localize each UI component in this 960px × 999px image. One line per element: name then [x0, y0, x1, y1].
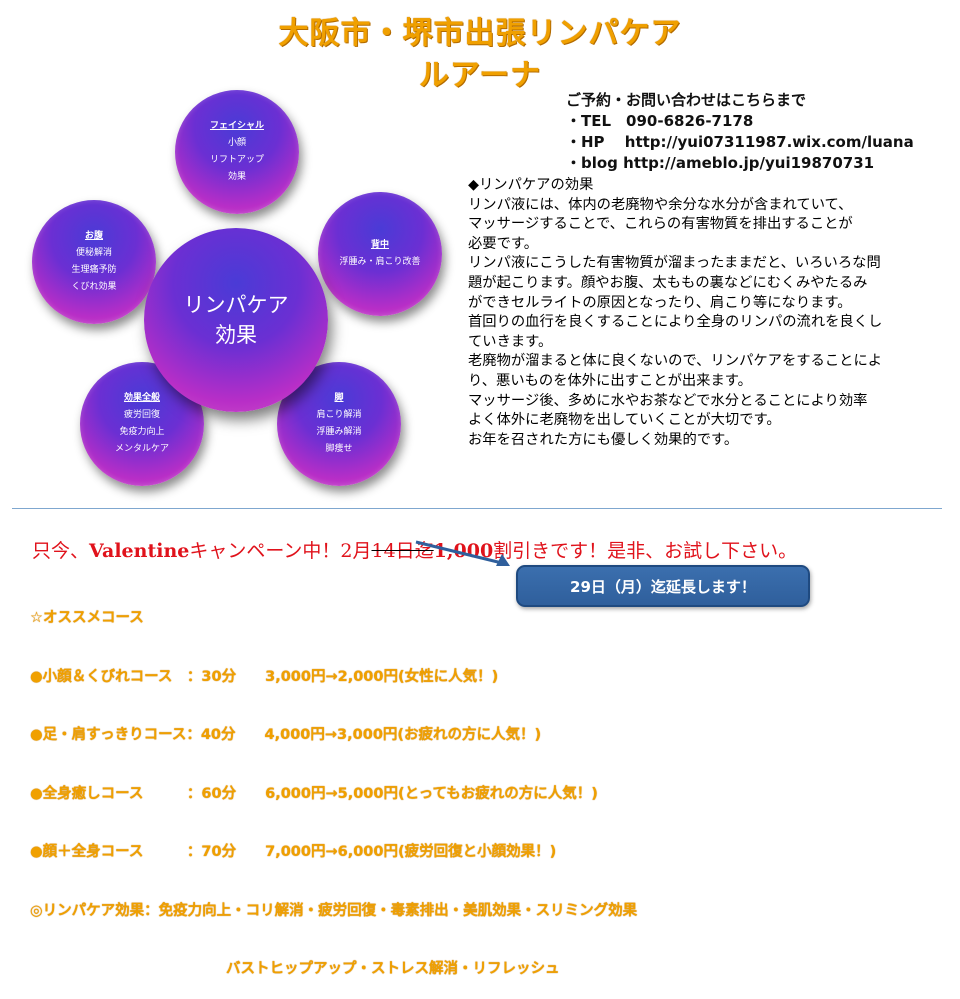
contact-hp: ・HP http://yui07311987.wix.com/luana: [566, 133, 914, 151]
campaign-text: 只今、: [32, 540, 90, 562]
belly-circle: お腹 便秘解消 生理痛予防 くびれ効果: [32, 200, 156, 324]
contact-blog: ・blog http://ameblo.jp/yui19870731: [566, 154, 875, 172]
arrow-icon: [415, 540, 510, 566]
contact-info: ご予約・お問い合わせはこちらまで ・TEL 090-6826-7178 ・HP …: [566, 90, 956, 174]
legs-item: 脚痩せ: [325, 444, 353, 454]
overall-title: 効果全般: [123, 393, 160, 403]
course-item: ●全身癒しコース ：60分 6,000円→5,000円(とってもお疲れの方に人気…: [30, 785, 598, 802]
course-item: ●顔＋全身コース ：70分 7,000円→6,000円(疲労回復と小顔効果！): [30, 844, 557, 860]
divider: [12, 508, 942, 509]
legs-item: 肩こり解消: [316, 410, 362, 420]
course-item: ●足・肩すっきりコース：40分 4,000円→3,000円(お疲れの方に人気！): [30, 727, 542, 743]
back-item: 浮腫み・肩こり改善: [339, 257, 421, 267]
campaign-text: 割引きです！是非、お試し下さい。: [493, 540, 798, 562]
lymph-care-description: ◆リンパケアの効果 リンパ液には、体内の老廃物や余分な水分が含まれていて、 マッ…: [468, 177, 883, 448]
page-title: 大阪市・堺市出張リンパケア: [278, 16, 682, 51]
campaign-old-date: 14日迄: [371, 540, 434, 562]
facial-title: フェイシャル: [209, 121, 264, 131]
contact-tel: ・TEL 090-6826-7178: [566, 112, 754, 130]
course-item: ●小顔＆くびれコース ：30分 3,000円→2,000円(女性に人気！): [30, 668, 499, 685]
campaign-valentine: Valentine: [89, 540, 190, 562]
belly-item: 生理痛予防: [71, 265, 117, 275]
facial-circle: フェイシャル 小顔 リフトアップ 効果: [175, 90, 299, 214]
center-circle: リンパケア 効果: [144, 228, 328, 412]
brand-name: ルアーナ: [418, 58, 542, 93]
belly-item: くびれ効果: [71, 282, 117, 292]
effects-line: ◎リンパケア効果：免疫力向上・コリ解消・疲労回復・毒素排出・美肌効果・スリミング…: [30, 902, 638, 919]
extension-callout: 29日（月）迄延長します！: [516, 565, 810, 607]
back-circle: 背中 浮腫み・肩こり改善: [318, 192, 442, 316]
legs-item: 浮腫み解消: [316, 427, 362, 437]
campaign-text: キャンペーン中！2月: [189, 540, 372, 562]
back-title: 背中: [370, 240, 389, 250]
legs-title: 脚: [334, 393, 344, 403]
contact-heading: ご予約・お問い合わせはこちらまで: [566, 91, 807, 109]
belly-item: 便秘解消: [75, 248, 112, 258]
overall-item: 免疫力向上: [119, 427, 165, 437]
course-list: ☆オススメコース ●小顔＆くびれコース ：30分 3,000円→2,000円(女…: [30, 570, 950, 999]
overall-item: 疲労回復: [123, 410, 160, 420]
center-line1: リンパケア: [183, 293, 289, 317]
overall-item: メンタルケア: [114, 444, 169, 454]
effects-line: バストヒップアップ・ストレス解消・リフレッシュ: [226, 961, 560, 977]
course-heading: ☆オススメコース: [30, 610, 144, 626]
center-line2: 効果: [215, 323, 257, 347]
campaign-banner: 只今、Valentineキャンペーン中！2月14日迄1,000割引きです！是非、…: [32, 536, 797, 563]
facial-item: リフトアップ: [209, 155, 264, 165]
facial-item: 効果: [227, 172, 246, 182]
belly-title: お腹: [84, 231, 103, 241]
facial-item: 小顔: [227, 138, 246, 148]
